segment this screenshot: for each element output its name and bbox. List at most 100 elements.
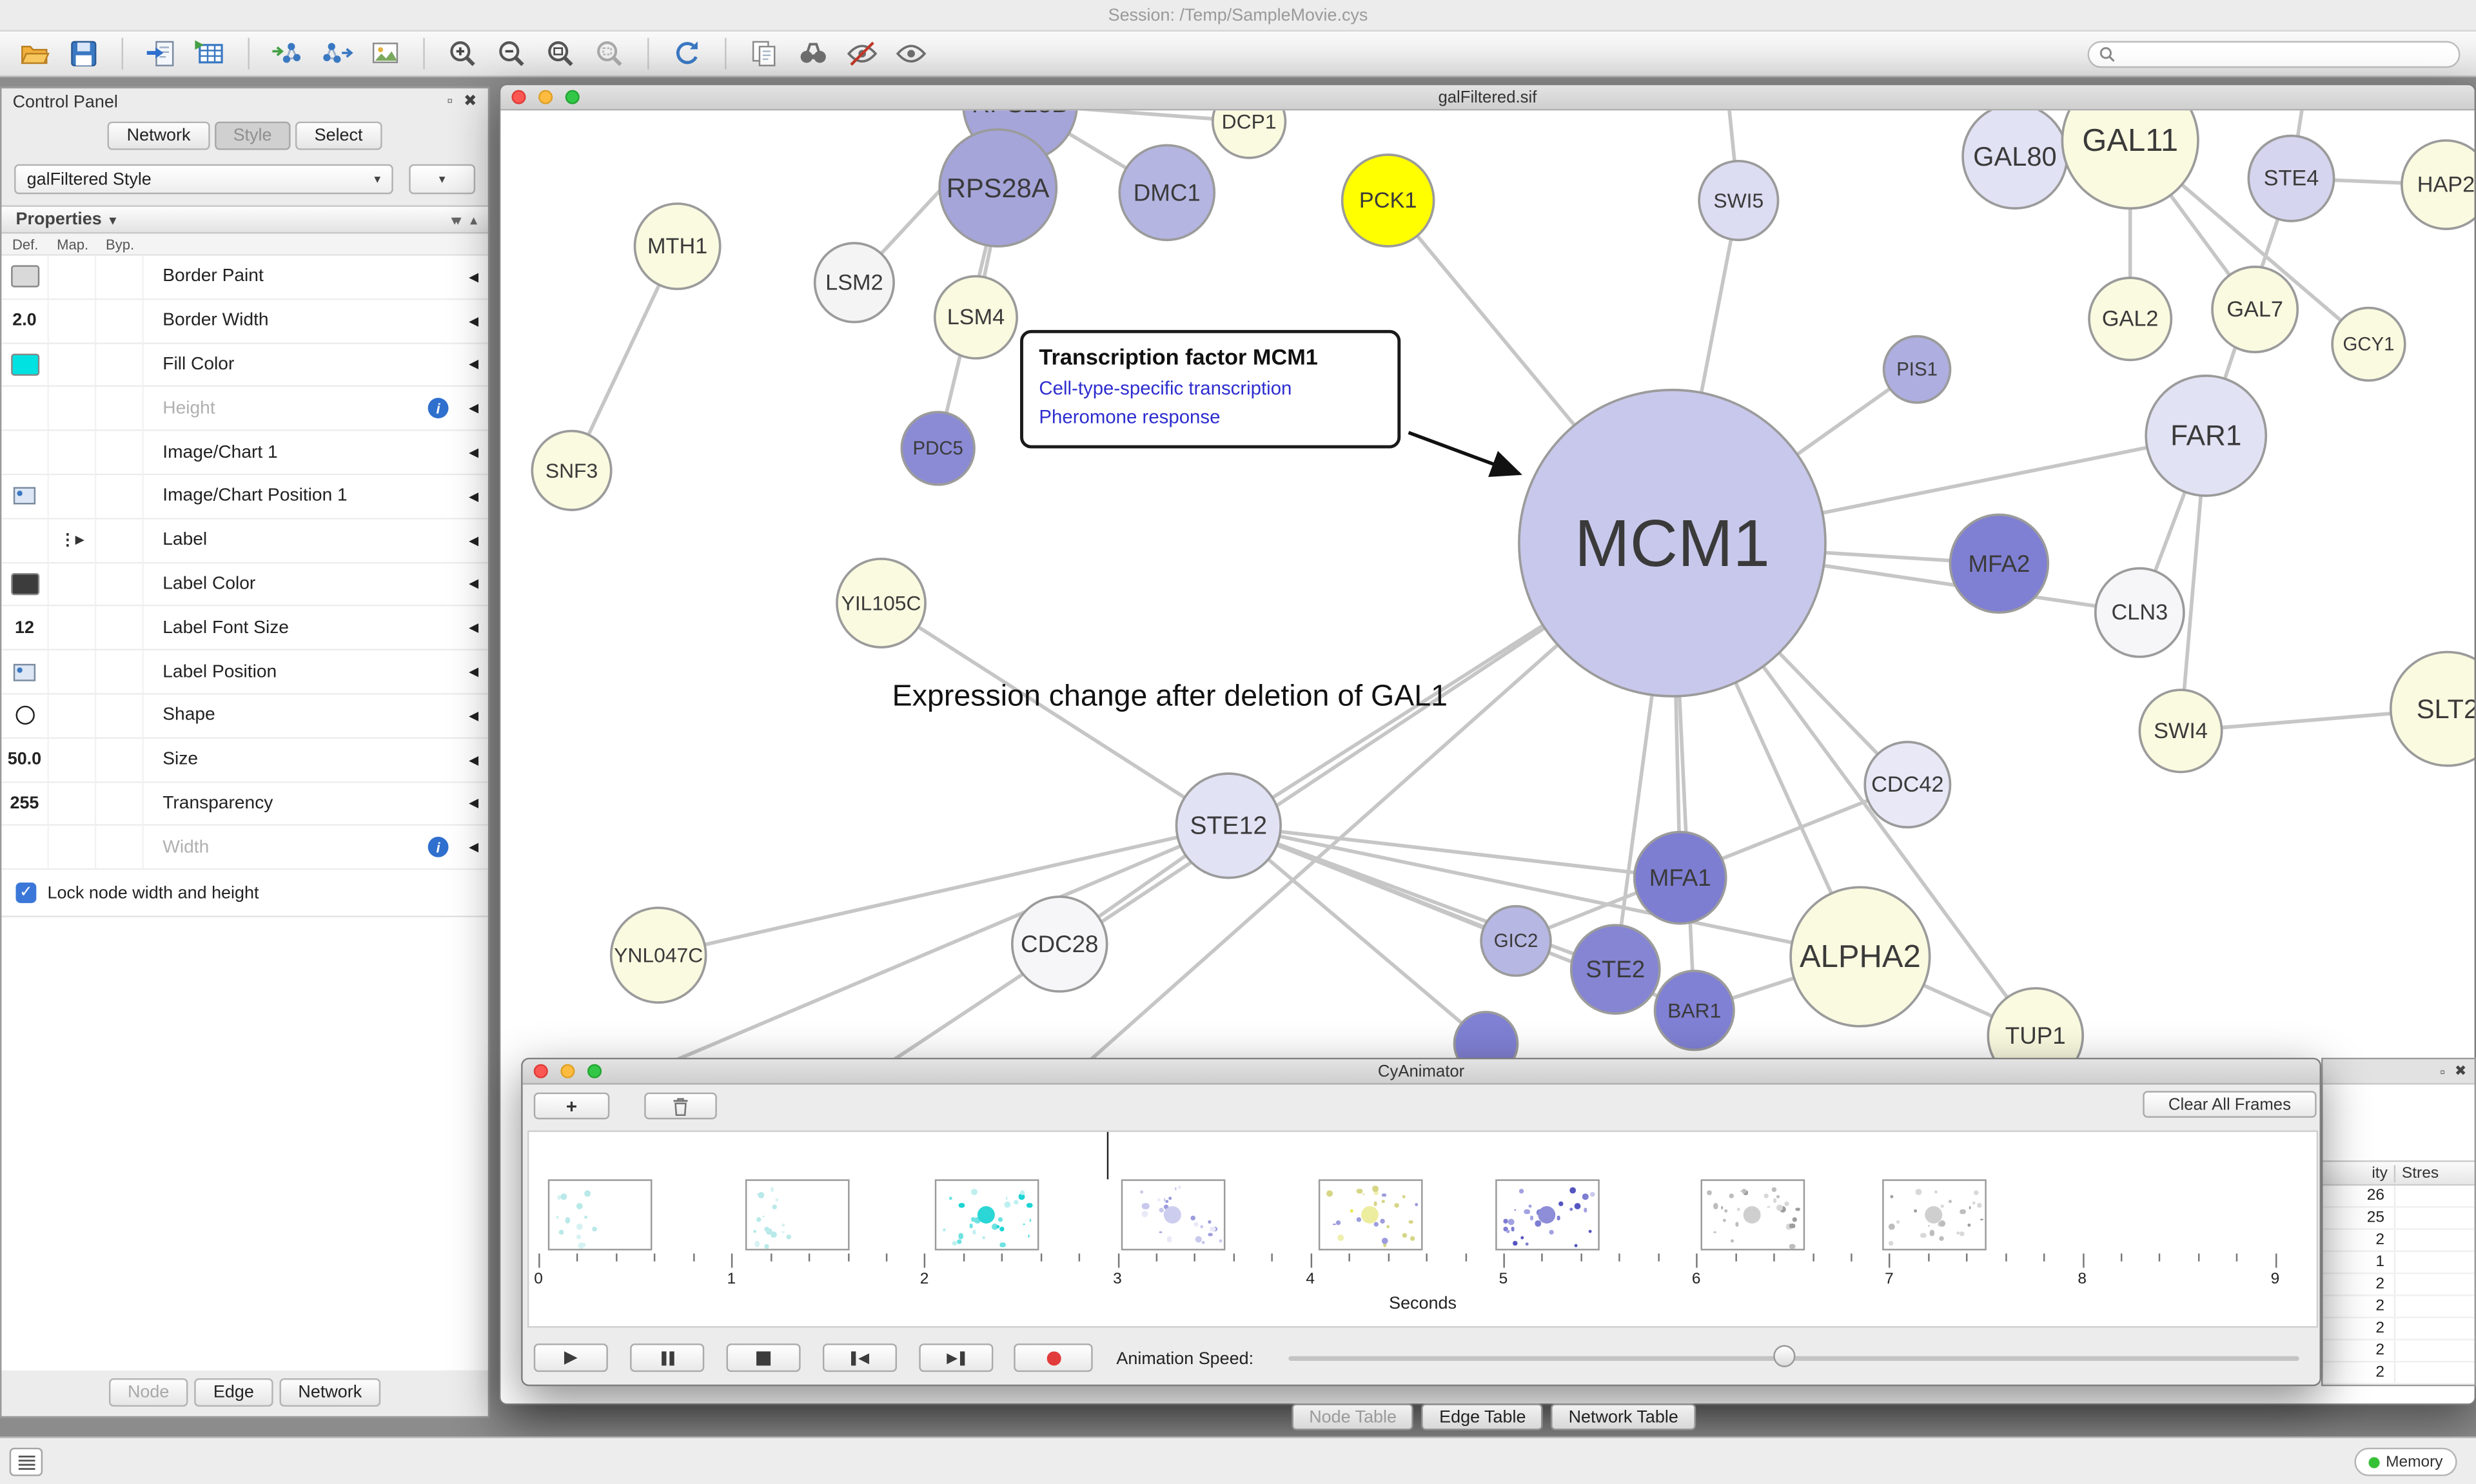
network-node-pck1[interactable] (1341, 153, 1435, 248)
property-row-label-color[interactable]: Label Color◀ (1, 563, 488, 607)
export-image-icon[interactable] (366, 35, 404, 73)
find-icon[interactable] (794, 35, 832, 73)
table-row[interactable]: 25 (2323, 1207, 2475, 1230)
tab-edge-table[interactable]: Edge Table (1422, 1403, 1544, 1430)
network-node-gal7[interactable] (2211, 266, 2299, 353)
network-node-slt2[interactable] (2389, 650, 2475, 767)
property-row-image-chart-position-1[interactable]: Image/Chart Position 1◀ (1, 475, 488, 520)
float-panel-icon[interactable]: ▫ (2440, 1063, 2446, 1079)
frame-thumbnail-2[interactable] (745, 1179, 850, 1251)
close-panel-icon[interactable]: ✖ (2454, 1062, 2467, 1079)
tab-node[interactable]: Node (108, 1378, 188, 1407)
tab-style[interactable]: Style (214, 121, 291, 150)
tab-node-table[interactable]: Node Table (1292, 1403, 1414, 1430)
zoom-in-icon[interactable] (444, 35, 482, 73)
frame-thumbnail-4[interactable] (1121, 1179, 1226, 1251)
save-session-icon[interactable] (64, 35, 103, 73)
network-node-cdc42[interactable] (1863, 741, 1952, 829)
expand-arrow-icon[interactable]: ◀ (469, 313, 479, 328)
expand-arrow-icon[interactable]: ◀ (469, 532, 479, 547)
table-row[interactable]: 2 (2323, 1296, 2475, 1318)
network-node-snf3[interactable] (531, 429, 613, 511)
property-row-border-paint[interactable]: Border Paint◀ (1, 255, 488, 300)
tab-network[interactable]: Network (108, 121, 210, 150)
frame-thumbnail-6[interactable] (1495, 1179, 1600, 1251)
network-node-rps28a[interactable] (938, 128, 1058, 248)
property-row-label[interactable]: ⋮▶Label◀ (1, 519, 488, 563)
close-panel-icon[interactable]: ✖ (464, 93, 477, 111)
network-node-cln3[interactable] (2094, 567, 2185, 658)
close-window-button[interactable] (533, 1064, 548, 1079)
network-node-lsm4[interactable] (933, 275, 1018, 360)
import-file-icon[interactable] (142, 35, 180, 73)
network-node-mth1[interactable] (633, 202, 722, 291)
animation-speed-slider[interactable] (1288, 1343, 2299, 1372)
collapse-all-icon[interactable]: ▴ (470, 212, 477, 227)
frame-thumbnail-3[interactable] (934, 1179, 1039, 1251)
property-row-label-position[interactable]: Label Position◀ (1, 650, 488, 695)
zoom-out-icon[interactable] (493, 35, 531, 73)
panel-menu-button[interactable] (9, 1447, 43, 1476)
expand-arrow-icon[interactable]: ◀ (469, 752, 479, 767)
network-node-yil105c[interactable] (836, 558, 927, 649)
clear-all-frames-button[interactable]: Clear All Frames (2143, 1091, 2317, 1118)
table-row[interactable]: 2 (2323, 1229, 2475, 1253)
minimize-window-button[interactable] (560, 1064, 575, 1079)
memory-button[interactable]: Memory (2354, 1447, 2457, 1476)
float-panel-icon[interactable]: ▫ (447, 93, 453, 111)
expand-arrow-icon[interactable]: ◀ (469, 401, 479, 416)
hide-unselected-icon[interactable] (843, 35, 881, 73)
table-row[interactable]: 1 (2323, 1252, 2475, 1274)
zoom-window-button[interactable] (565, 90, 580, 104)
import-network-icon[interactable] (268, 35, 306, 73)
search-box[interactable] (2087, 40, 2461, 68)
expand-arrow-icon[interactable]: ◀ (469, 445, 479, 460)
network-node-mfa1[interactable] (1633, 830, 1727, 925)
tab-network[interactable]: Network (279, 1378, 381, 1407)
close-window-button[interactable] (511, 90, 526, 104)
expand-arrow-icon[interactable]: ◀ (469, 357, 479, 372)
property-row-fill-color[interactable]: Fill Color◀ (1, 343, 488, 387)
export-network-icon[interactable] (317, 35, 355, 73)
properties-section-header[interactable]: Properties ▾ ▾▾ ▴ (1, 205, 488, 234)
expand-arrow-icon[interactable]: ◀ (469, 665, 479, 679)
tab-network-table[interactable]: Network Table (1551, 1403, 1696, 1430)
show-all-icon[interactable] (892, 35, 930, 73)
style-selector[interactable]: galFiltered Style ▾ (14, 164, 393, 195)
network-node-pis1[interactable] (1882, 335, 1952, 404)
expand-arrow-icon[interactable]: ◀ (469, 840, 479, 855)
skip-back-button[interactable]: ◀ (822, 1343, 898, 1372)
property-row-shape[interactable]: Shape◀ (1, 694, 488, 739)
pause-button[interactable] (630, 1343, 705, 1372)
style-options-button[interactable]: ▾ (409, 164, 476, 195)
network-node-alpha2[interactable] (1789, 886, 1931, 1028)
network-node-ynl047c[interactable] (609, 906, 707, 1004)
network-node-pdc5[interactable] (900, 411, 976, 486)
network-node-gic2[interactable] (1480, 904, 1552, 977)
expand-all-icon[interactable]: ▾▾ (451, 212, 461, 227)
add-frame-button[interactable]: + (533, 1092, 610, 1120)
minimize-window-button[interactable] (538, 90, 553, 104)
table-row[interactable]: 26 (2323, 1186, 2475, 1208)
frame-thumbnail-5[interactable] (1318, 1179, 1423, 1251)
network-node-gcy1[interactable] (2331, 306, 2406, 382)
expand-arrow-icon[interactable]: ◀ (469, 269, 479, 284)
open-file-icon[interactable] (15, 35, 54, 73)
expand-arrow-icon[interactable]: ◀ (469, 489, 479, 503)
delete-frame-button[interactable] (644, 1092, 717, 1120)
zoom-window-button[interactable] (587, 1064, 602, 1079)
network-node-hap2[interactable] (2401, 139, 2475, 230)
frame-thumbnail-7[interactable] (1700, 1179, 1805, 1251)
table-row[interactable]: 2 (2323, 1340, 2475, 1363)
zoom-fit-icon[interactable] (542, 35, 580, 73)
tab-select[interactable]: Select (295, 121, 382, 150)
tab-edge[interactable]: Edge (194, 1378, 273, 1407)
network-node-gal2[interactable] (2088, 277, 2173, 362)
network-node-ste12[interactable] (1175, 772, 1282, 879)
frame-thumbnail-8[interactable] (1882, 1179, 1987, 1251)
